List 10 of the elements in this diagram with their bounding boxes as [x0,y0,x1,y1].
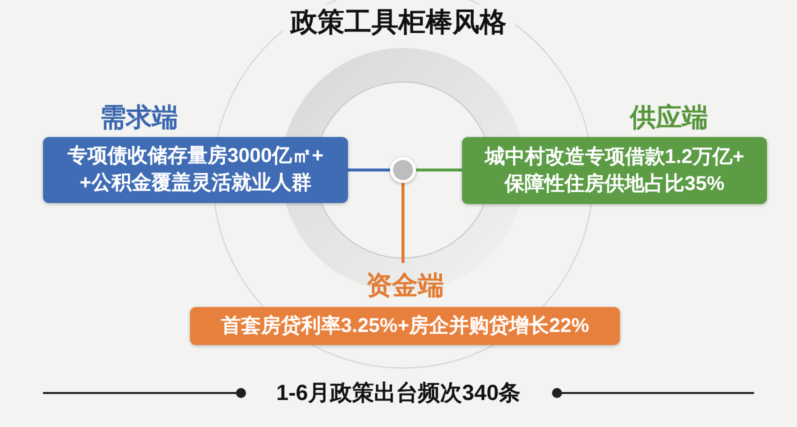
section-heading: 资金端 [366,269,444,301]
connector-line [348,168,390,172]
info-text: 城中村改造专项借款1.2万亿+保障性住房供地占比35% [484,144,746,196]
section-heading: 供应端 [630,101,708,133]
section-heading: 需求端 [100,101,178,133]
connector-line [402,183,404,263]
info-text: 首套房贷利率3.25%+房企并购贷增长22% [220,314,590,338]
info-text: 专项债收储存量房3000亿㎡++公积金覆盖灵活就业人群 [66,144,325,196]
connector-line [416,168,462,172]
caption-text: 1-6月政策出台频次340条 [276,379,521,407]
